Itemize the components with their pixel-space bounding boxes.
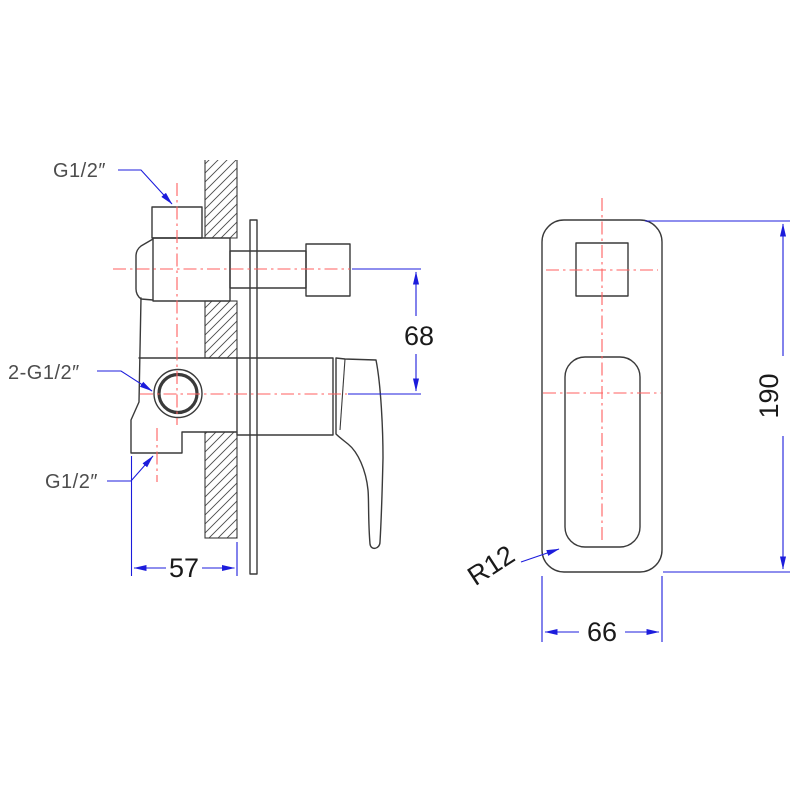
cartridge-cylinder xyxy=(236,357,334,436)
centerlines xyxy=(113,183,661,540)
mixer-handle xyxy=(335,357,384,549)
dimension-68: 68 xyxy=(348,268,434,395)
dim-spacing-value: 68 xyxy=(404,321,434,351)
dimension-66: 66 xyxy=(541,576,663,647)
dim-width-value: 66 xyxy=(587,617,617,647)
dimension-57: 57 xyxy=(130,456,238,583)
trim-plate-front xyxy=(541,219,663,573)
dim-height-value: 190 xyxy=(754,373,784,418)
dimension-190: 190 xyxy=(645,220,790,573)
valve-body-profile xyxy=(130,297,237,454)
label-side-outlets: 2-G1/2″ xyxy=(8,362,153,392)
label-top-inlet-text: G1/2″ xyxy=(53,160,106,182)
dim-depth-value: 57 xyxy=(169,553,199,583)
handle-seam-line xyxy=(339,358,346,431)
side-view xyxy=(130,160,384,575)
label-bottom-outlet-text: G1/2″ xyxy=(45,471,98,493)
dimension-r12: R12 xyxy=(462,539,560,592)
mounting-plate-edge xyxy=(249,219,258,575)
dim-radius-value: R12 xyxy=(462,539,520,591)
diverter-knob xyxy=(305,243,351,297)
valve-end-cap xyxy=(135,238,154,301)
label-bottom-outlet: G1/2″ xyxy=(45,455,154,493)
label-side-outlets-text: 2-G1/2″ xyxy=(8,362,80,384)
label-top-inlet: G1/2″ xyxy=(53,160,173,205)
wall-section-hatch xyxy=(204,160,238,539)
